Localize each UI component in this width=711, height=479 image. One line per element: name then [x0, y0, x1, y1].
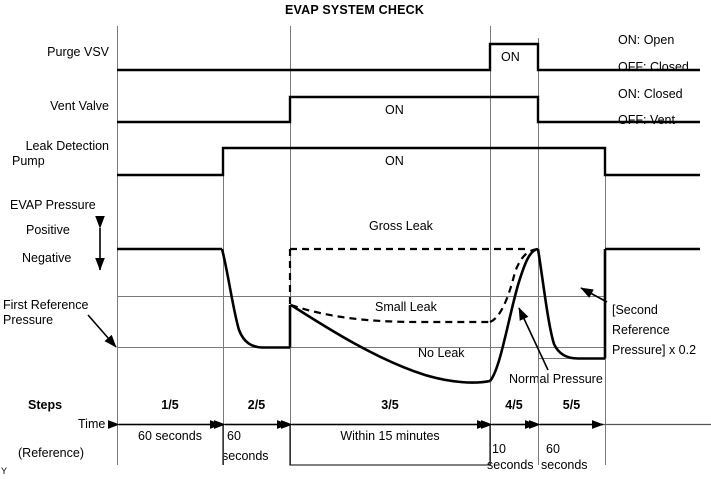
step-duration-3: Within 15 minutes — [340, 429, 440, 443]
small-leak-curve — [288, 247, 539, 324]
step-duration-4-line1: 10 — [492, 442, 506, 456]
page-title: EVAP SYSTEM CHECK — [285, 3, 425, 17]
purge-vsv-waveform — [117, 42, 700, 72]
step-duration-2-line1: 60 — [227, 429, 241, 443]
step-duration-5-line1: 60 — [546, 442, 560, 456]
step-id-5: 5/5 — [562, 398, 581, 412]
curve-label-second-reference-line2: Reference — [612, 323, 670, 337]
step-id-4: 4/5 — [505, 398, 523, 412]
curve-label-gross-leak: Gross Leak — [369, 219, 433, 233]
step-duration-4-line2: seconds — [487, 458, 534, 472]
curve-label-normal-pressure: Normal Pressure — [509, 372, 603, 386]
row-label-purge-vsv: Purge VSV — [47, 45, 109, 59]
row-label-reference: (Reference) — [18, 446, 84, 460]
leader-second-reference-pressure — [580, 287, 608, 303]
step-duration-2-line2: seconds — [222, 449, 269, 463]
curve-label-small-leak: Small Leak — [375, 300, 437, 314]
step-duration-1: 60 seconds — [138, 429, 202, 443]
signal-label-purge-on: ON — [501, 50, 520, 64]
row-label-leak-detection-pump-line2: Pump — [12, 154, 45, 168]
no-leak-curve — [220, 247, 607, 384]
leader-normal-pressure — [518, 307, 549, 371]
vent-valve-waveform — [117, 95, 700, 124]
legend-vent-on: ON: Closed — [618, 87, 683, 101]
step-duration-5-line2: seconds — [541, 458, 588, 472]
row-label-negative: Negative — [22, 251, 72, 265]
leak-detection-pump-waveform — [117, 146, 700, 177]
horizontal-reference-lines — [117, 296, 605, 359]
signal-label-vent-on: ON — [385, 103, 404, 117]
annotation-leaders — [87, 287, 608, 371]
curve-label-no-leak: No Leak — [418, 346, 465, 360]
row-label-time: Time — [78, 417, 106, 431]
curve-label-second-reference-line1: [Second — [612, 303, 658, 317]
row-label-steps: Steps — [28, 398, 63, 412]
signal-label-pump-on: ON — [385, 154, 404, 168]
row-label-leak-detection-pump-line1: Leak Detection — [25, 139, 109, 153]
step-id-1: 1/5 — [161, 398, 179, 412]
row-label-vent-valve: Vent Valve — [50, 99, 109, 113]
row-label-first-reference-pressure-line1: First Reference — [3, 298, 89, 312]
step-id-3: 3/5 — [381, 398, 399, 412]
row-label-first-reference-pressure-line2: Pressure — [3, 313, 54, 327]
legend-vent-off: OFF: Vent — [618, 113, 675, 127]
legend-purge-on: ON: Open — [618, 33, 675, 47]
curve-label-second-reference-line3: Pressure] x 0.2 — [612, 343, 697, 357]
stray-marker-y: Y — [1, 466, 8, 476]
leader-first-reference-pressure — [87, 314, 117, 348]
row-label-positive: Positive — [26, 223, 70, 237]
vertical-gridlines — [117, 26, 606, 465]
row-label-evap-pressure: EVAP Pressure — [10, 198, 96, 212]
duration-cell-boxes — [222, 424, 491, 466]
step-id-2: 2/5 — [247, 398, 266, 412]
